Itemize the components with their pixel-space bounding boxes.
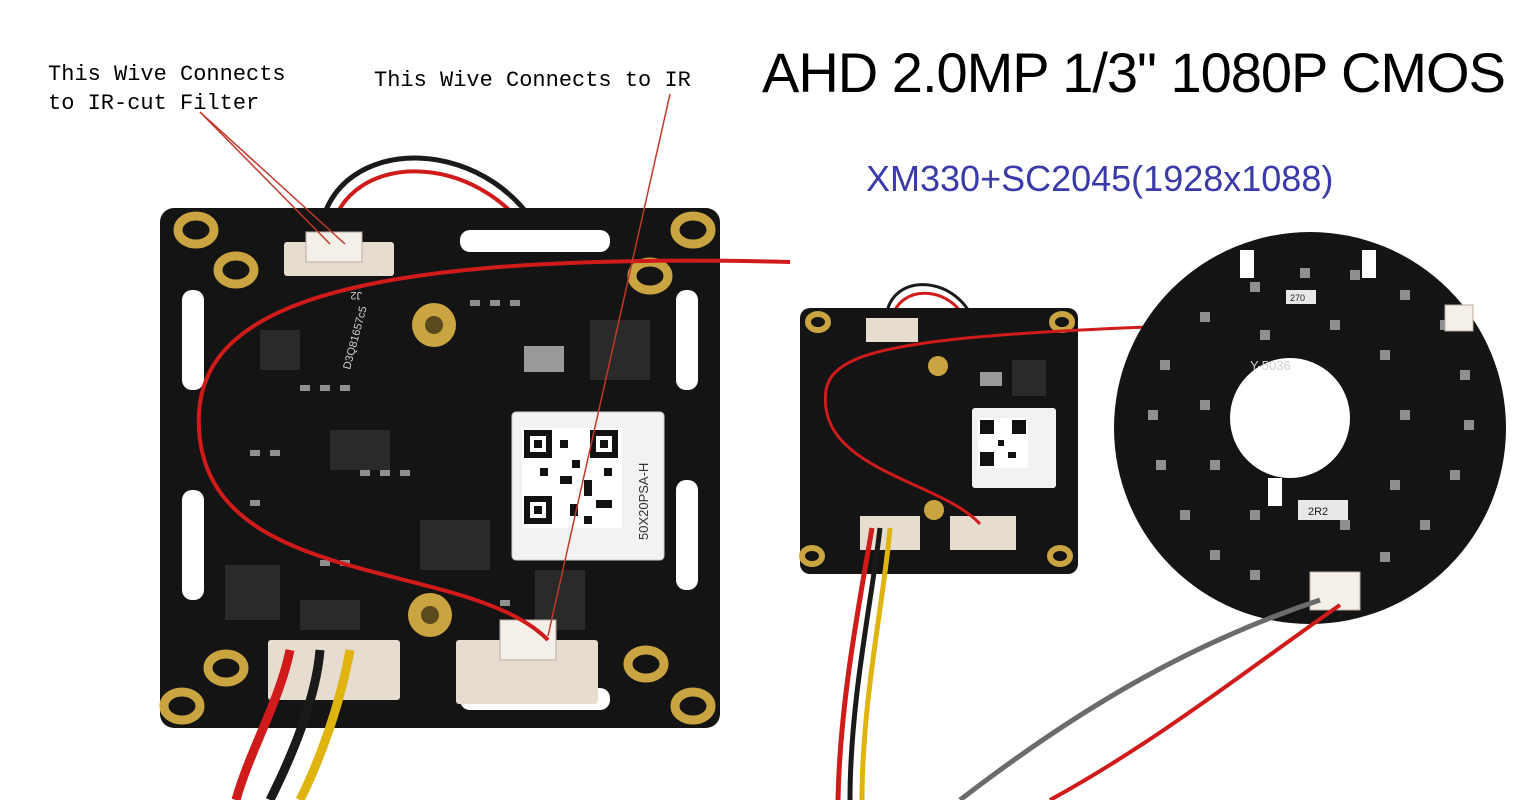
board-slot (460, 230, 610, 252)
wire-red-ir-small (823, 316, 1456, 526)
connector-ir (456, 640, 598, 704)
resistor-270: 270 (1290, 293, 1305, 303)
wire-black-power (265, 649, 325, 800)
board-slot (676, 290, 698, 390)
ir-cut-annotation-line1: This Wive Connects (48, 62, 286, 87)
ir-cut-annotation: This Wive Connects to IR-cut Filter (48, 60, 286, 118)
annotation-lines (199, 93, 671, 637)
qr-label: 50X20PSA-H (511, 411, 665, 561)
connector-power (268, 640, 400, 700)
ir-ring-connector (1309, 571, 1361, 611)
ir-led-ring: 2R2 270 Y-5036 (958, 232, 1506, 800)
pcb-board-small (800, 308, 1078, 574)
wire-red-ir-ring (1049, 603, 1342, 800)
connector-j2-label: J2 (350, 289, 362, 301)
wire-yellow-video (295, 649, 355, 800)
board-slot (182, 290, 204, 390)
wire-gray-ir (958, 597, 1321, 800)
product-heading: AHD 2.0MP 1/3" 1080P CMOS (762, 41, 1506, 104)
ir-led-pads (1148, 268, 1474, 582)
board-slot (676, 480, 698, 590)
resistor-2r2: 2R2 (1308, 506, 1328, 518)
camera-board-small (799, 283, 1456, 800)
sensor-chip (524, 346, 564, 372)
wire-red-ir (196, 258, 791, 642)
ir-ring-model: Y-5036 (1250, 358, 1291, 373)
camera-board-large: 50X20PSA-H J2 D3Q81657c5 (159, 155, 791, 800)
product-subheading: XM330+SC2045(1928x1088) (866, 158, 1334, 199)
qr-label-text: 50X20PSA-H (636, 463, 651, 540)
ir-annotation: This Wive Connects to IR (374, 68, 691, 93)
smd-components (225, 320, 650, 630)
wire-red-power (231, 649, 295, 800)
ir-cut-annotation-line2: to IR-cut Filter (48, 91, 260, 116)
board-slot (182, 490, 204, 600)
